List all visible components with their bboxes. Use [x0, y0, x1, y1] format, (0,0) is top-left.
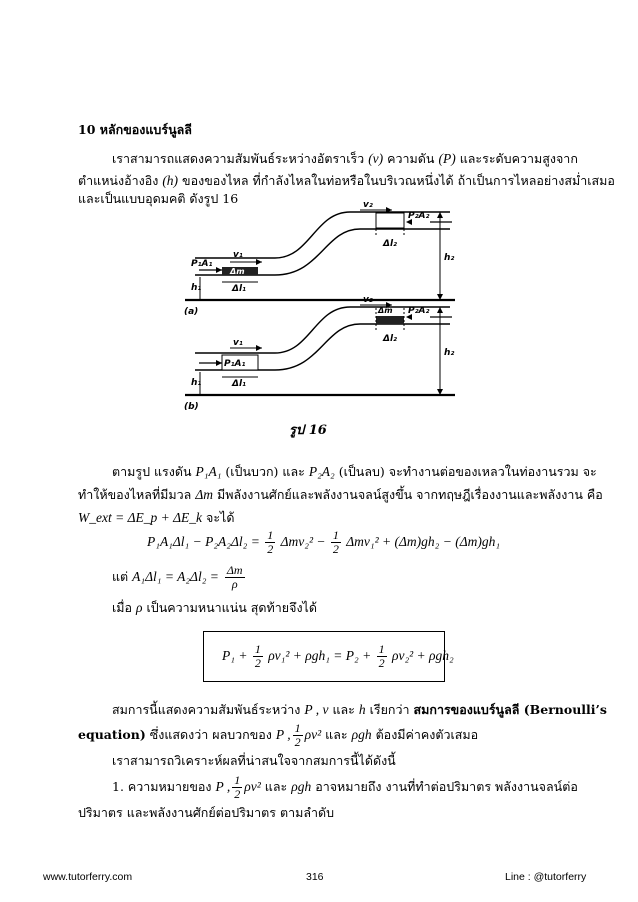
eq-part: P₁ + [222, 648, 248, 663]
para2-text: ทำให้ของไหลที่มีมวล [78, 487, 192, 502]
label-h1-a: h₁ [191, 283, 201, 293]
and-word: และ [325, 727, 348, 742]
pressure-symbol: (P) [438, 151, 456, 166]
para3-text: สมการนี้แสดงความสัมพันธ์ระหว่าง [112, 702, 301, 717]
intro-text: ตำแหน่งอ้างอิง [78, 173, 159, 188]
p-symbol: P , [215, 779, 231, 794]
and-word: และ [332, 702, 355, 717]
dm-symbol: Δm [195, 487, 214, 502]
label-p2a2-a: P₂A₂ [408, 211, 430, 221]
para2-text: (เป็นบวก) และ [225, 464, 305, 479]
footer-line-id: Line : @tutorferry [505, 871, 587, 883]
para3-line-3: เราสามารถวิเคราะห์ผลที่น่าสนใจจากสมการนี… [112, 753, 396, 768]
h-symbol: h [358, 702, 366, 717]
p2a2-symbol: P₂A₂ [308, 464, 335, 479]
para3-text: ต้องมีค่าคงตัวเสมอ [375, 727, 479, 742]
bernoulli-figure: v₂ P₂A₂ Δl₂ h₂ v₁ P₁A₁ Δm Δl₁ h₁ (a) v₂ … [184, 200, 455, 410]
eq2-left: A₁Δl₁ = A₂Δl₂ = [132, 569, 219, 584]
para2-text: มีพลังงานศักย์และพลังงานจลน์สูงขึ้น จากท… [217, 487, 603, 502]
intro-line-1: เราสามารถแสดงความสัมพันธ์ระหว่างอัตราเร็… [112, 151, 578, 167]
label-v1-a: v₁ [233, 250, 243, 260]
label-dl2-b: Δl₂ [382, 334, 397, 344]
rho-v2-symbol: ρv² [304, 727, 322, 742]
vars-symbol: P , v [304, 702, 329, 717]
called-word: เรียกว่า [369, 702, 410, 717]
diagram-b: v₂ P₂A₂ Δm Δl₂ h₂ v₁ P₁A₁ Δl₁ h₁ (b) [184, 295, 455, 410]
item1-text: อาจหมายถึง งานที่ทำต่อปริมาตร พลังงานจลน… [315, 779, 578, 794]
eq-part: ρv₂² + ρgh₂ [391, 648, 454, 663]
rho-symbol: ρ [136, 600, 143, 615]
label-dl1-a: Δl₁ [231, 284, 246, 294]
eq1-term: Δmv₁² + (Δm)gh₂ − (Δm)gh₁ [346, 534, 501, 549]
para3-text: ซึ่งแสดงว่า ผลบวกของ [149, 727, 272, 742]
para3-line-1: สมการนี้แสดงความสัมพันธ์ระหว่าง P , v แล… [112, 702, 607, 718]
rho-definition: เมื่อ ρ เป็นความหนาแน่น สุดท้ายจึงได้ [112, 600, 317, 616]
label-a: (a) [184, 307, 198, 317]
label-h1-b: h₁ [191, 378, 201, 388]
velocity-symbol: (v) [368, 151, 384, 166]
label-dl2-a: Δl₂ [382, 239, 397, 249]
p1a1-symbol: P₁A₁ [195, 464, 222, 479]
footer-website: www.tutorferry.com [43, 871, 133, 883]
and-word: และ [264, 779, 288, 794]
label-v2-a: v₂ [363, 200, 373, 210]
eq1-left: P₁A₁Δl₁ − P₂A₂Δl₂ = [147, 534, 260, 549]
bernoulli-name: สมการของแบร์นูลลี (Bernoulli’s [413, 702, 607, 717]
height-symbol: (h) [162, 173, 179, 188]
intro-text: และระดับความสูงจาก [459, 151, 578, 166]
label-v1-b: v₁ [233, 338, 243, 348]
rho-text: เป็นความหนาแน่น สุดท้ายจึงได้ [146, 600, 317, 615]
label-p2a2-b: P₂A₂ [408, 306, 430, 316]
figure-caption: รูป 16 [289, 423, 327, 438]
diagram-a: v₂ P₂A₂ Δl₂ h₂ v₁ P₁A₁ Δm Δl₁ h₁ (a) [184, 200, 455, 317]
label-v2-b: v₂ [363, 295, 373, 305]
para2-text: จะได้ [206, 510, 235, 525]
section-heading: 10 หลักของแบร์นูลลี [78, 122, 192, 137]
item1-text: 1. ความหมายของ [112, 779, 212, 794]
intro-text: ของของไหล ที่กำลังไหลในท่อหรือในบริเวณหน… [182, 173, 615, 188]
eq-part: ρv₁² + ρgh₁ = P₂ + [268, 648, 372, 663]
rho-v2-symbol: ρv² [244, 779, 261, 794]
para2-line-2: ทำให้ของไหลที่มีมวล Δm มีพลังงานศักย์และ… [78, 487, 603, 503]
rgh-symbol: ρgh [291, 779, 312, 794]
label-dm-b: Δm [377, 306, 393, 315]
para2-text: ตามรูป แรงดัน [112, 464, 192, 479]
label-b: (b) [184, 402, 199, 410]
para2-line-1: ตามรูป แรงดัน P₁A₁ (เป็นบวก) และ P₂A₂ (เ… [112, 464, 597, 480]
label-dm-a: Δm [229, 267, 245, 276]
intro-text: ความดัน [387, 151, 435, 166]
para2-line-3: W_ext = ΔE_p + ΔE_k จะได้ [78, 510, 234, 526]
eq1-term: Δmv₂² − [280, 534, 326, 549]
para2-text: (เป็นลบ) จะทำงานต่อของเหลวในท่องานรวม จะ [338, 464, 597, 479]
label-h2-a: h₂ [444, 253, 454, 263]
intro-line-2: ตำแหน่งอ้างอิง (h) ของของไหล ที่กำลังไหล… [78, 173, 615, 189]
label-p1a1-a: P₁A₁ [191, 259, 213, 269]
bernoulli-equation-box [203, 631, 445, 682]
rgh-symbol: ρgh [351, 727, 372, 742]
work-energy-equation: W_ext = ΔE_p + ΔE_k [78, 510, 203, 525]
list-item-1-line-2: ปริมาตร และพลังงานศักย์ต่อปริมาตร ตามลำด… [78, 805, 335, 820]
equation-word: equation) [78, 727, 146, 742]
but-word: แต่ [112, 569, 129, 584]
label-dl1-b: Δl₁ [231, 379, 246, 389]
footer-page-number: 316 [306, 871, 324, 883]
intro-line-3: และเป็นแบบอุดมคติ ดังรูป 16 [78, 191, 239, 206]
p-symbol: P , [275, 727, 291, 742]
when-word: เมื่อ [112, 600, 133, 615]
label-p1a1-b: P₁A₁ [224, 359, 246, 369]
intro-text: เราสามารถแสดงความสัมพันธ์ระหว่างอัตราเร็… [112, 151, 365, 166]
label-h2-b: h₂ [444, 348, 454, 358]
